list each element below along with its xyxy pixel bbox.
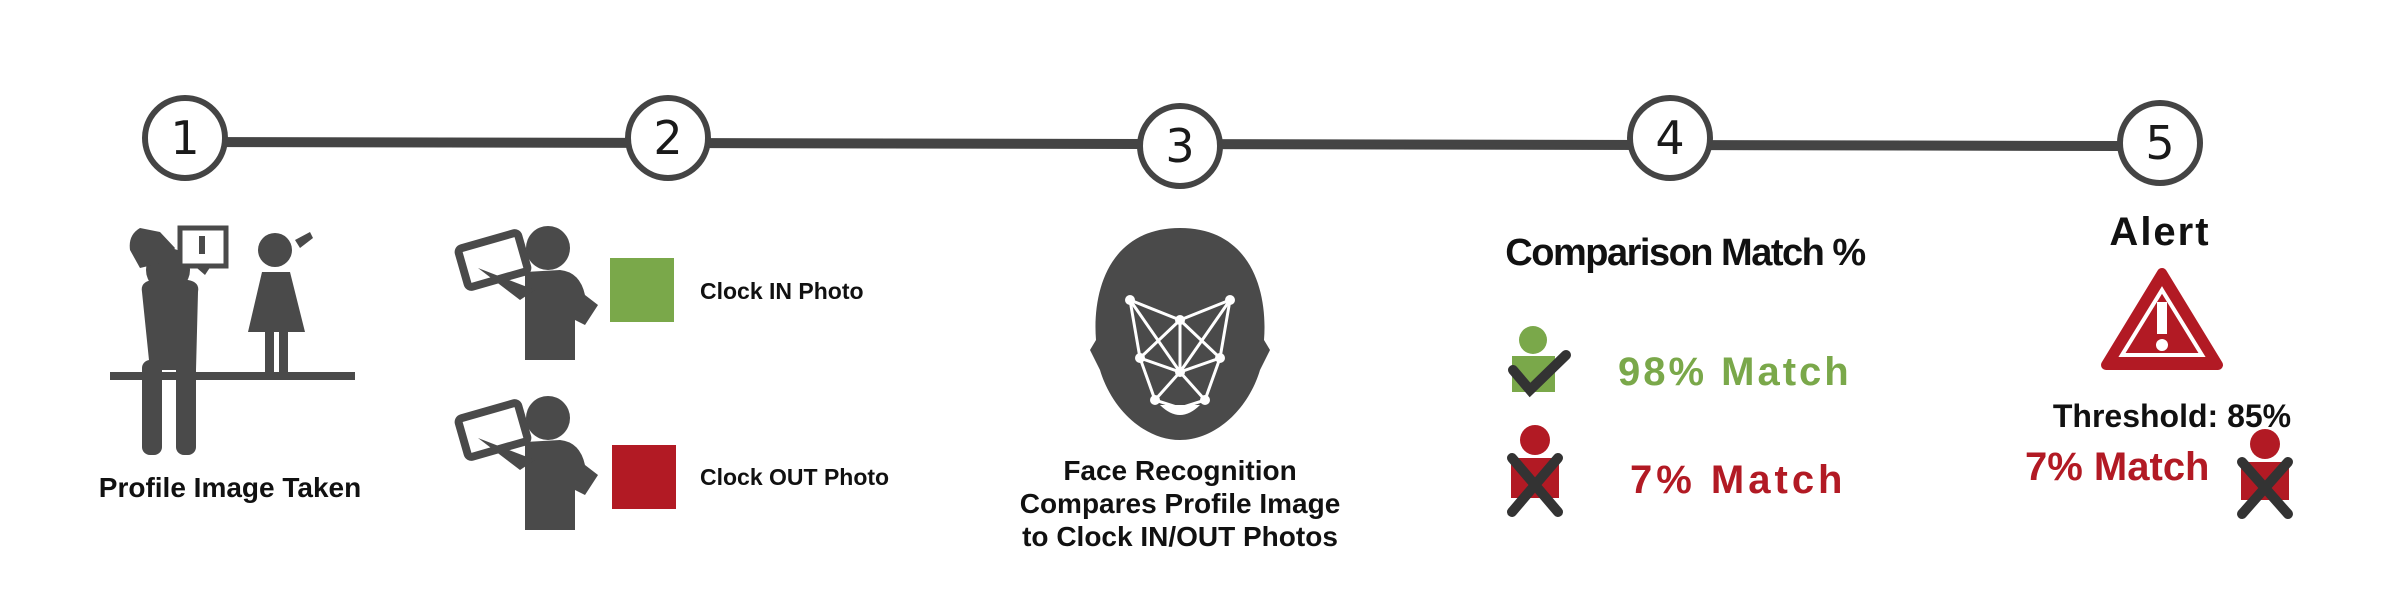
camera-person-icon	[454, 396, 598, 530]
photographer-icon	[110, 225, 355, 455]
user-x-icon	[2237, 429, 2293, 519]
step-number-1: 1	[170, 111, 200, 165]
user-check-icon	[1508, 326, 1571, 398]
step3-caption-line2: Compares Profile Image	[1019, 488, 1341, 519]
match-result-red: 7% Match	[1630, 458, 1847, 502]
clock-in-label: Clock IN Photo	[700, 278, 864, 304]
clock-out-label: Clock OUT Photo	[700, 464, 890, 490]
user-x-icon	[1507, 425, 1563, 517]
alert-title: Alert	[2109, 210, 2211, 254]
threshold-text: Threshold: 85%	[2052, 398, 2292, 434]
step1-caption: Profile Image Taken	[98, 472, 362, 503]
step-number-5: 5	[2145, 116, 2175, 170]
step-circle-1	[142, 95, 228, 181]
clock-in-square	[610, 258, 674, 322]
comparison-title: Comparison Match %	[1505, 232, 1866, 274]
face-mesh-icon	[1090, 228, 1270, 440]
step-number-3: 3	[1165, 119, 1195, 173]
step-circle-2	[625, 95, 711, 181]
alert-match-result: 7% Match	[2025, 445, 2210, 489]
step-circle-3	[1137, 103, 1223, 189]
camera-person-icon	[454, 226, 598, 360]
step-number-2: 2	[653, 111, 683, 165]
standing-woman-icon	[248, 232, 313, 372]
step-circle-4	[1627, 95, 1713, 181]
match-result-green: 98% Match	[1618, 350, 1852, 394]
warning-triangle-icon	[2101, 268, 2223, 370]
step3-caption-line1: Face Recognition	[1063, 455, 1297, 486]
step3-caption-line3: to Clock IN/OUT Photos	[1022, 521, 1338, 552]
clock-out-square	[612, 445, 676, 509]
step-number-4: 4	[1655, 111, 1685, 165]
step-circle-5	[2117, 100, 2203, 186]
